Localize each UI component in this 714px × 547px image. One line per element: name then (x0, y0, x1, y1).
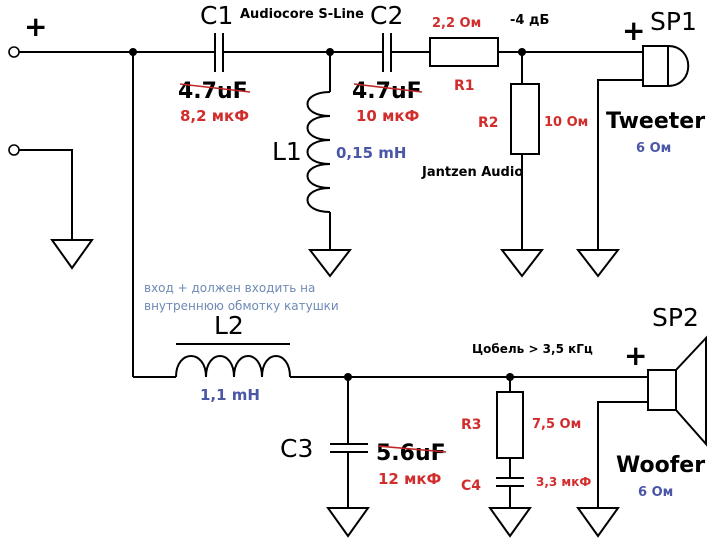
c1-old-value: 4.7uF (178, 79, 248, 104)
note-line-2: внутреннюю обмотку катушки (144, 299, 339, 313)
note-line-1: вход + должен входить на (144, 281, 315, 295)
c2-new-value: 10 мкФ (356, 107, 420, 125)
resistor-r2: R2 10 Ом (478, 52, 588, 278)
r2-ref: R2 (478, 115, 499, 131)
c3-ref: C3 (280, 434, 313, 463)
tweeter-sp1: + SP1 Tweeter 6 Ом (575, 7, 705, 278)
brand-label: Audiocore S-Line (240, 7, 364, 22)
plus-sign: + (24, 10, 47, 43)
input-minus-terminal (8, 144, 94, 270)
sp2-name: Woofer (616, 453, 705, 478)
attenuation-label: -4 дБ (510, 13, 549, 28)
sp1-impedance: 6 Ом (636, 141, 671, 156)
jantzen-label: Jantzen Audio (421, 165, 523, 180)
r1-value: 2,2 Ом (432, 16, 481, 31)
sp2-plus: + (624, 339, 647, 372)
woofer-feed-wire (129, 48, 176, 378)
c1-new-value: 8,2 мкФ (180, 107, 249, 125)
woofer-sp2: + SP2 Woofer 6 Ом (576, 303, 707, 538)
c4-ref: C4 (461, 478, 481, 494)
l1-value: 0,15 mH (336, 144, 406, 162)
capacitor-c3: C3 5.6uF 12 мкФ (280, 377, 447, 538)
l2-value: 1,1 mH (200, 386, 260, 404)
inductor-l1: L1 0,15 mH (272, 52, 406, 278)
l1-ref: L1 (272, 137, 302, 166)
c4-value: 3,3 мкФ (536, 475, 591, 489)
c2-strike (353, 83, 423, 93)
r3-value: 7,5 Ом (532, 417, 581, 432)
capacitor-c1: C1 4.7uF 8,2 мкФ (178, 1, 383, 125)
zobel-network: R3 7,5 Ом C4 3,3 мкФ (461, 377, 591, 538)
c2-ref: C2 (370, 1, 403, 30)
sp2-impedance: 6 Ом (638, 485, 673, 500)
c3-strike (377, 445, 447, 453)
sp1-plus: + (622, 14, 645, 47)
c2-old-value: 4.7uF (352, 79, 422, 104)
c1-ref: C1 (200, 1, 233, 30)
sp1-ref: SP1 (650, 7, 697, 36)
l2-ref: L2 (214, 311, 244, 340)
r3-ref: R3 (461, 417, 482, 433)
capacitor-c2: C2 4.7uF 10 мкФ (352, 1, 430, 125)
sp2-ref: SP2 (652, 303, 699, 332)
sp1-name: Tweeter (606, 109, 705, 134)
input-plus-terminal: + (8, 10, 215, 58)
c3-new-value: 12 мкФ (378, 470, 442, 488)
c1-strike (179, 83, 251, 93)
inductor-l2: L2 1,1 mH (175, 311, 648, 404)
r1-ref: R1 (454, 78, 475, 94)
c3-old-value: 5.6uF (376, 441, 446, 466)
zobel-label: Цобель > 3,5 кГц (472, 342, 593, 356)
r2-value: 10 Ом (544, 115, 588, 130)
